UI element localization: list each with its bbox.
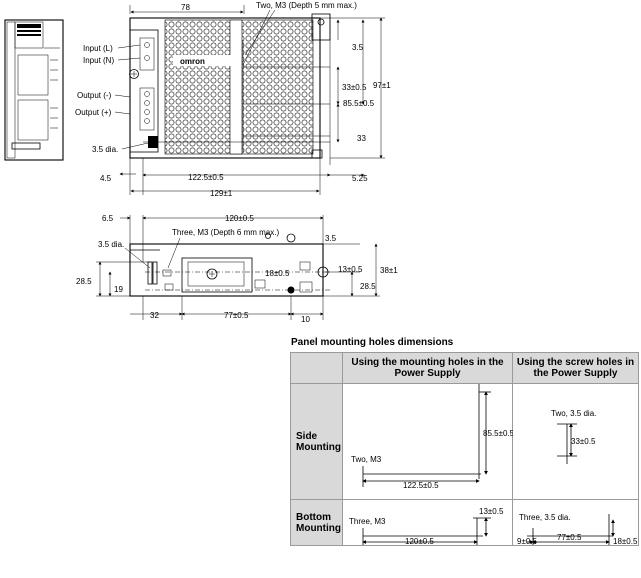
bottom-view [129, 233, 330, 297]
dim-122-5: 122.5±0.5 [188, 173, 224, 182]
label-output-plus: Output (+) [75, 108, 112, 117]
dim-33-tol: 33±0.5 [342, 83, 367, 92]
bottom-sh-label: Three, 3.5 dia. [519, 513, 571, 522]
side-sh-label: Two, 3.5 dia. [551, 409, 596, 418]
label-output-minus: Output (-) [77, 91, 112, 100]
dim-3-5: 3.5 [352, 43, 364, 52]
cell-bottom-mounting-holes: 13±0.5 120±0.5 Three, M3 [342, 499, 513, 546]
bottom-dim-18: 18±0.5 [265, 269, 290, 278]
header-mounting-holes: Using the mounting holes in the Power Su… [342, 352, 513, 384]
cell-bottom-screw-holes: 9±0.5 77±0.5 18±0.5 Three, 3.5 dia. [512, 499, 639, 546]
note-holes: Two, M3 (Depth 5 mm max.) [256, 1, 357, 10]
side-mh-label: Two, M3 [351, 455, 382, 464]
dimension-drawing: omron Two, M3 (Depth 5 mm max.) 78 [4, 1, 398, 324]
bottom-dim-28-5-right: 28.5 [360, 282, 376, 291]
side-mh-dim-v: 85.5±0.5 [483, 429, 513, 438]
bottom-hole-dia: 3.5 dia. [98, 240, 124, 249]
side-mh-dim-h: 122.5±0.5 [403, 481, 439, 490]
bottom-dim-13: 13±0.5 [338, 265, 363, 274]
label-input-l: Input (L) [83, 44, 113, 53]
bottom-view-dimensions: 6.5 120±0.5 3.5 dia. Three, M3 (Depth 6 … [76, 214, 398, 324]
bottom-mh-dim-h: 120±0.5 [405, 537, 434, 545]
header-empty [290, 352, 343, 384]
panel-title: Panel mounting holes dimensions [291, 337, 454, 348]
bottom-dim-19: 19 [114, 285, 123, 294]
dim-78: 78 [181, 3, 190, 12]
row-label-bottom: Bottom Mounting [290, 499, 343, 546]
mounting-table: Using the mounting holes in the Power Su… [290, 352, 639, 546]
bottom-dim-77: 77±0.5 [224, 311, 249, 320]
row-label-side: Side Mounting [290, 383, 343, 500]
dim-33: 33 [357, 134, 366, 143]
bottom-dim-32: 32 [150, 311, 159, 320]
bottom-mh-label: Three, M3 [349, 517, 386, 526]
label-input-n: Input (N) [83, 56, 114, 65]
side-view [4, 19, 64, 161]
dim-97: 97±1 [373, 81, 391, 90]
bottom-sh-dim-b: 77±0.5 [557, 533, 582, 542]
header-screw-holes: Using the screw holes in the Power Suppl… [512, 352, 639, 384]
dim-5-25: 5.25 [352, 174, 368, 183]
cell-side-screw-holes: 33±0.5 Two, 3.5 dia. [512, 383, 639, 500]
dim-120: 120±0.5 [225, 214, 254, 223]
bottom-mh-dim-v: 13±0.5 [479, 507, 504, 516]
dim-85-5: 85.5±0.5 [343, 99, 375, 108]
bottom-dim-3-5: 3.5 [325, 234, 337, 243]
front-view-dimensions: Two, M3 (Depth 5 mm max.) 78 Input (L) I… [75, 1, 391, 198]
front-view: omron [129, 13, 331, 165]
brand-logo: omron [180, 57, 205, 66]
bottom-dim-10: 10 [301, 315, 310, 324]
dim-129: 129±1 [210, 189, 233, 198]
hole-dia-label: 3.5 dia. [92, 145, 118, 154]
dim-6-5: 6.5 [102, 214, 114, 223]
side-sh-dim-v: 33±0.5 [571, 437, 596, 446]
bottom-note-holes: Three, M3 (Depth 6 mm max.) [172, 228, 279, 237]
cell-side-mounting-holes: 85.5±0.5 122.5±0.5 Two, M3 [342, 383, 513, 500]
dim-4-5: 4.5 [100, 174, 112, 183]
bottom-dim-38: 38±1 [380, 266, 398, 275]
bottom-sh-dim-c: 18±0.5 [613, 537, 638, 545]
bottom-dim-28-5-left: 28.5 [76, 277, 92, 286]
bottom-sh-dim-a: 9±0.5 [517, 537, 538, 545]
